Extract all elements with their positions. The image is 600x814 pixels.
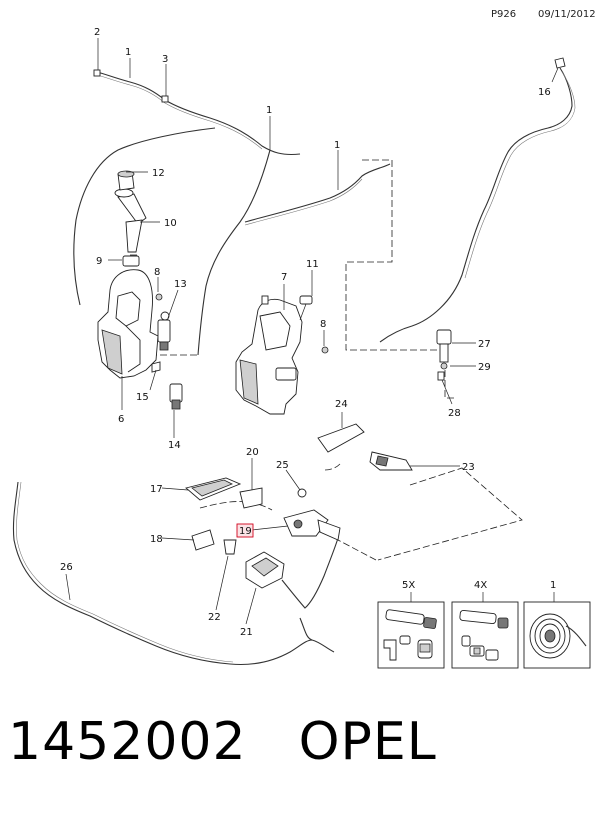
gasket bbox=[239, 487, 263, 509]
callout-24: 24 bbox=[335, 399, 348, 410]
callout-27: 27 bbox=[478, 339, 491, 350]
hose-fitting bbox=[161, 95, 169, 103]
callout-16: 16 bbox=[538, 87, 551, 98]
callout-1: 1 bbox=[125, 47, 131, 58]
grommet bbox=[321, 346, 329, 354]
callout-26: 26 bbox=[60, 562, 73, 573]
callout-19: 19 bbox=[239, 526, 252, 537]
callout-15: 15 bbox=[136, 392, 149, 403]
second-washer-tank bbox=[235, 295, 303, 415]
washer-hoses bbox=[12, 67, 576, 666]
callout-18: 18 bbox=[150, 534, 163, 545]
callout-23: 23 bbox=[462, 462, 475, 473]
brand-name: OPEL bbox=[298, 712, 437, 772]
filler-neck bbox=[114, 188, 147, 253]
nozzle-mount bbox=[245, 551, 285, 589]
nozzle-cover-inner bbox=[191, 479, 233, 497]
kit-boxes: 5X 4X 1 bbox=[377, 580, 591, 669]
callout-14: 14 bbox=[168, 440, 181, 451]
kit-quantity: 4X bbox=[474, 580, 487, 591]
clip bbox=[151, 361, 161, 373]
headlamp-nozzle bbox=[317, 423, 413, 471]
leader-lines bbox=[65, 38, 559, 625]
callout-28: 28 bbox=[448, 408, 461, 419]
callout-29: 29 bbox=[478, 362, 491, 373]
callout-8: 8 bbox=[320, 319, 326, 330]
callout-6: 6 bbox=[118, 414, 124, 425]
washer-pump bbox=[157, 311, 171, 351]
check-valve bbox=[436, 329, 452, 381]
callout-12: 12 bbox=[152, 168, 165, 179]
hose-fitting bbox=[93, 69, 101, 77]
callout-highlight bbox=[236, 523, 254, 538]
washer-nozzle bbox=[283, 509, 341, 541]
kit-quantity: 5X bbox=[402, 580, 415, 591]
dashed-groupings bbox=[130, 159, 523, 561]
hose-connector bbox=[299, 295, 313, 321]
callout-22: 22 bbox=[208, 612, 221, 623]
callout-7: 7 bbox=[281, 272, 287, 283]
nozzle-cap bbox=[191, 529, 215, 551]
callout-11: 11 bbox=[306, 259, 319, 270]
callout-labels: 1 2 3 1 1 12 10 9 8 13 6 15 14 7 11 8 16… bbox=[60, 27, 551, 638]
small-bracket bbox=[223, 539, 237, 555]
kit-label: 1 bbox=[550, 580, 556, 591]
bolt bbox=[297, 488, 307, 498]
callout-13: 13 bbox=[174, 279, 187, 290]
callout-17: 17 bbox=[150, 484, 163, 495]
hose-clip bbox=[554, 57, 566, 69]
callout-1: 1 bbox=[334, 140, 340, 151]
callout-8: 8 bbox=[154, 267, 160, 278]
callout-21: 21 bbox=[240, 627, 253, 638]
part-number: 1452002 bbox=[8, 712, 247, 772]
diagram-date: 09/11/2012 bbox=[538, 9, 596, 20]
callout-20: 20 bbox=[246, 447, 259, 458]
part-info: 1452002 OPEL bbox=[8, 712, 437, 772]
diagram-code: P926 bbox=[491, 9, 517, 20]
headlamp-washer-pump bbox=[169, 383, 183, 410]
callout-25: 25 bbox=[276, 460, 289, 471]
callout-2: 2 bbox=[94, 27, 100, 38]
grommet bbox=[155, 293, 163, 301]
washer-tank bbox=[97, 255, 159, 379]
callout-10: 10 bbox=[164, 218, 177, 229]
callout-1: 1 bbox=[266, 105, 272, 116]
callout-3: 3 bbox=[162, 54, 168, 65]
filler-cap bbox=[117, 170, 135, 191]
callout-9: 9 bbox=[96, 256, 102, 267]
